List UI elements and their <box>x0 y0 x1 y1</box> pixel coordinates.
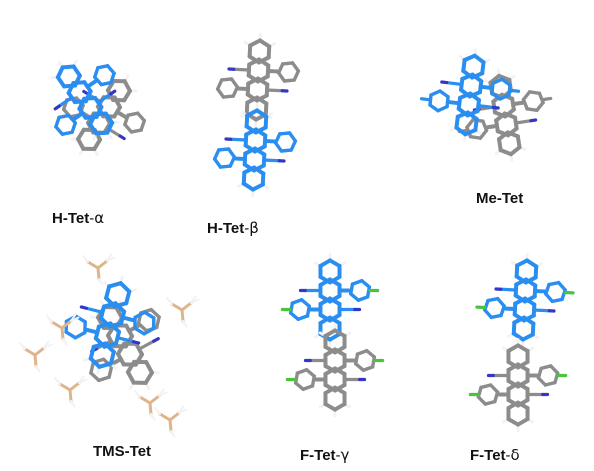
label-f-tet-gamma: F-Tet-γ <box>300 446 350 464</box>
label-h-tet-alpha: H-Tet-α <box>52 209 105 227</box>
f-tet-gamma-bottom <box>285 322 385 418</box>
f-tet-gamma-top <box>280 252 380 348</box>
tms-group-1 <box>166 295 200 328</box>
h-tet-alpha-top <box>50 59 120 141</box>
label-me-tet: Me-Tet <box>476 190 524 207</box>
tms-group-4 <box>134 388 168 421</box>
f-tet-delta-top <box>475 253 575 347</box>
tms-group-6 <box>46 313 80 346</box>
h-tet-beta-bottom-molecule <box>212 103 298 197</box>
tms-group-0 <box>82 253 116 286</box>
tms-group-3 <box>54 375 88 408</box>
tms-group-2 <box>19 340 53 373</box>
me-tet-top <box>419 48 521 142</box>
tms-group-5 <box>154 405 188 438</box>
h-tet-beta-top-molecule <box>215 33 301 127</box>
label-f-tet-delta: F-Tet-δ <box>470 446 520 464</box>
f-tet-delta-bottom <box>468 337 568 433</box>
label-h-tet-beta: H-Tet-β <box>207 219 259 237</box>
label-tms-tet: TMS-Tet <box>93 443 152 460</box>
